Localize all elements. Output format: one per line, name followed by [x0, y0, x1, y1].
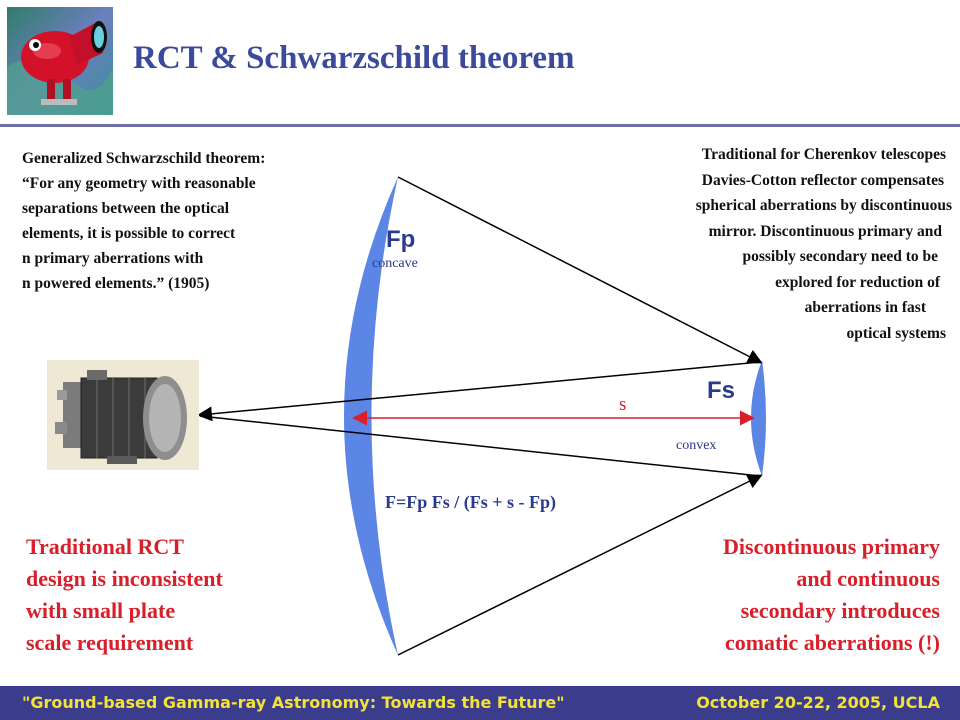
ray-return-bottom [199, 415, 761, 477]
text-line: Discontinuous primary [723, 534, 940, 559]
text-line: Traditional for Cherenkov telescopes [701, 146, 946, 163]
telescope-mascot-icon [7, 7, 113, 115]
secondary-mirror-type: convex [676, 438, 717, 453]
page-title: RCT & Schwarzschild theorem [133, 40, 575, 76]
text-line: possibly secondary need to be [742, 248, 939, 265]
ray-top [397, 176, 763, 364]
comatic-aberration-note: Discontinuous primary and continuous sec… [620, 531, 940, 659]
ray-bottom [397, 474, 763, 656]
text-line: Traditional RCT [26, 534, 184, 559]
cherenkov-note-text: Traditional for Cherenkov telescopes Dav… [560, 142, 952, 346]
text-line: comatic aberrations (!) [724, 630, 940, 655]
secondary-mirror [751, 360, 766, 476]
text-line: secondary introduces [740, 598, 940, 623]
rct-inconsistency-note: Traditional RCT design is inconsistent w… [26, 531, 326, 659]
text-line: scale requirement [26, 630, 194, 655]
conference-title: "Ground-based Gamma-ray Astronomy: Towar… [22, 693, 565, 712]
text-line: spherical aberrations by discontinuous [695, 197, 952, 214]
ray-return-top [197, 361, 761, 422]
primary-mirror-type: concave [372, 256, 418, 271]
secondary-mirror-label: Fs [707, 377, 736, 404]
text-line: Generalized Schwarzschild theorem: [22, 150, 266, 167]
text-line: aberrations in fast [804, 299, 926, 316]
schwarzschild-theorem-text: Generalized Schwarzschild theorem: “For … [22, 146, 362, 296]
text-line: and continuous [796, 566, 940, 591]
footer-bar: "Ground-based Gamma-ray Astronomy: Towar… [0, 686, 960, 720]
text-line: Davies-Cotton reflector compensates [701, 171, 944, 189]
text-line: elements, it is possible to correct [22, 225, 236, 242]
conference-date-location: October 20-22, 2005, UCLA [696, 693, 940, 712]
text-line: with small plate [26, 598, 176, 623]
text-line: n primary aberrations with [22, 250, 204, 267]
primary-mirror-label: Fp [386, 226, 416, 253]
text-line: design is inconsistent [26, 566, 223, 591]
text-line: “For any geometry with reasonable [22, 175, 256, 192]
camera-photo-icon [47, 360, 199, 470]
text-line: separations between the optical [22, 200, 230, 217]
title-divider [0, 124, 960, 127]
text-line: optical systems [846, 324, 946, 342]
separation-label: s [619, 394, 627, 415]
focal-length-formula: F=Fp Fs / (Fs + s - Fp) [385, 492, 557, 512]
text-line: n powered elements.” (1905) [22, 275, 210, 292]
text-line: explored for reduction of [775, 273, 940, 291]
text-line: mirror. Discontinuous primary and [708, 222, 942, 240]
